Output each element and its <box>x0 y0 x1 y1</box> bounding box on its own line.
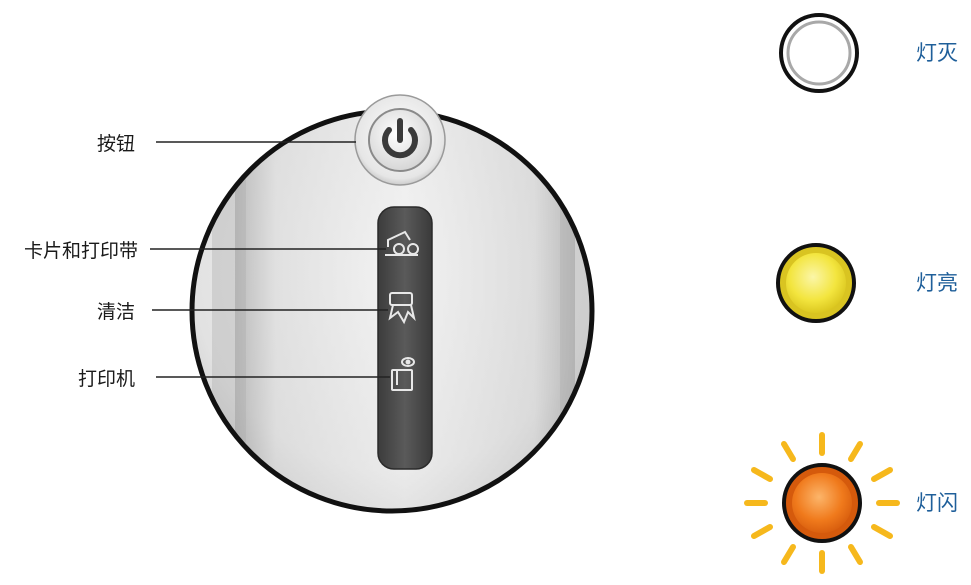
legend-label-on: 灯亮 <box>916 267 958 297</box>
callout-label-card-ribbon: 卡片和打印带 <box>24 236 138 263</box>
legend-label-off: 灯灭 <box>916 37 958 67</box>
legend-label-blink: 灯闪 <box>916 487 958 517</box>
legend-led-blink <box>747 435 897 571</box>
indicator-strip <box>378 207 432 469</box>
callout-label-button: 按钮 <box>97 129 135 156</box>
legend-led-off <box>781 15 857 91</box>
power-button-graphic <box>355 95 445 185</box>
callout-label-printer: 打印机 <box>78 364 135 391</box>
callout-label-clean: 清洁 <box>97 297 135 324</box>
legend-led-on <box>778 245 854 321</box>
